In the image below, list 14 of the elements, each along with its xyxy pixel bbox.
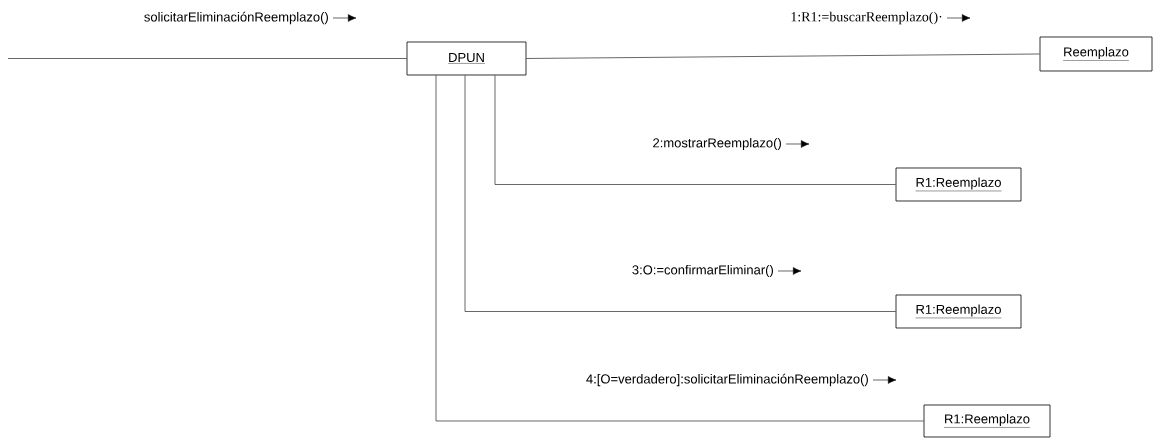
object-box: R1:Reemplazo [895, 294, 1022, 329]
link-line [7, 58, 407, 59]
object-box: R1:Reemplazo [895, 167, 1022, 202]
message-label: 4:[O=verdadero]:solicitarEliminaciónReemplazo() [584, 372, 870, 388]
object-box: DPUN [406, 41, 527, 76]
object-box: Reemplazo [1039, 36, 1153, 72]
message-label: 2:mostrarReemplazo() [651, 136, 783, 152]
object-box: R1:Reemplazo [923, 404, 1051, 438]
link-line [526, 53, 1040, 59]
message-label: 3:O:=confirmarEliminar() [630, 263, 775, 279]
message-label: 1:R1:=buscarReemplazo()· [789, 10, 944, 26]
message-label: solicitarEliminaciónReemplazo() [142, 10, 330, 26]
link-line [435, 75, 924, 422]
link-line [464, 75, 896, 312]
